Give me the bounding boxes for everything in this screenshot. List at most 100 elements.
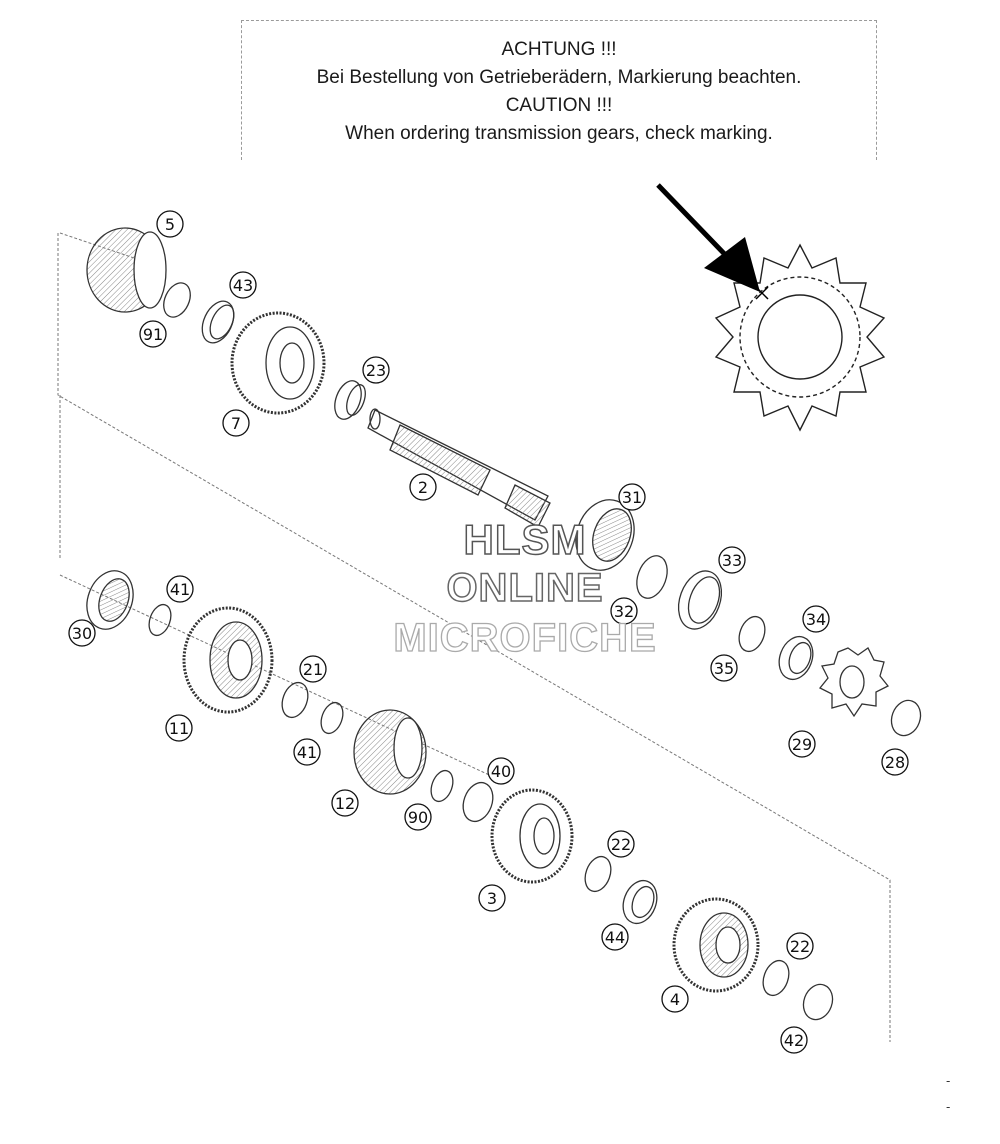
callout-number: 22 — [611, 835, 631, 854]
callout-21: 21 — [299, 655, 327, 683]
callout-42: 42 — [780, 1026, 808, 1054]
part-41b-washer — [320, 701, 344, 735]
callout-circle — [165, 714, 193, 742]
gear-pitch-circle — [739, 276, 861, 398]
part-7-gear — [230, 311, 326, 415]
part-2-shaft — [367, 408, 551, 528]
callout-number: 11 — [169, 719, 189, 738]
part-29-sprocket — [818, 647, 890, 718]
part-3-gear — [490, 788, 574, 884]
callout-number: 42 — [784, 1031, 804, 1050]
part-43-ring — [201, 300, 235, 344]
callout-circle — [139, 320, 167, 348]
callout-circle — [156, 210, 184, 238]
callout-circle — [409, 473, 437, 501]
callout-number: 41 — [297, 743, 317, 762]
callout-number: 12 — [335, 794, 355, 813]
callout-22b: 22 — [786, 932, 814, 960]
part-21-bushing — [281, 681, 309, 719]
callout-41a: 41 — [166, 575, 194, 603]
callout-circle — [780, 1026, 808, 1054]
callout-28: 28 — [881, 748, 909, 776]
callout-5: 5 — [156, 210, 184, 238]
callout-12: 12 — [331, 789, 359, 817]
marking-arrow — [656, 183, 769, 300]
callout-90: 90 — [404, 803, 432, 831]
callout-number: 3 — [487, 889, 497, 908]
callout-4: 4 — [661, 985, 689, 1013]
callout-circle — [718, 546, 746, 574]
callout-number: 41 — [170, 580, 190, 599]
callout-circle — [299, 655, 327, 683]
part-11-gear — [182, 606, 274, 714]
callout-circle — [478, 884, 506, 912]
callout-41b: 41 — [293, 738, 321, 766]
watermark-line-1: HLSM — [463, 515, 587, 564]
callout-circle — [68, 619, 96, 647]
callout-circle — [786, 932, 814, 960]
part-90-washer — [430, 769, 454, 803]
callout-circle — [601, 923, 629, 951]
callout-34: 34 — [802, 605, 830, 633]
part-22a-bushing — [584, 855, 612, 893]
callout-circle — [229, 271, 257, 299]
part-28-nut — [890, 699, 922, 737]
callout-circle — [222, 409, 250, 437]
part-12-gear — [353, 709, 427, 795]
notice-line-3: CAUTION !!! — [505, 95, 613, 116]
callout-circle — [802, 605, 830, 633]
caution-notice: ACHTUNG !!! Bei Bestellung von Getrieber… — [241, 20, 877, 160]
part-4-gear — [672, 897, 760, 993]
callout-number: 90 — [408, 808, 428, 827]
watermark-line-3: MICROFICHE — [393, 615, 657, 660]
callout-circle — [610, 597, 638, 625]
lower-shaft-parts — [86, 570, 834, 1021]
part-34-spacer — [778, 635, 814, 681]
callout-40: 40 — [487, 757, 515, 785]
gear-outline — [714, 243, 886, 432]
callout-29: 29 — [788, 730, 816, 758]
callout-30: 30 — [68, 619, 96, 647]
callout-3: 3 — [478, 884, 506, 912]
notice-line-1: ACHTUNG !!! — [501, 39, 617, 60]
callout-circle — [404, 803, 432, 831]
part-32-ring — [636, 555, 668, 599]
callout-22a: 22 — [607, 830, 635, 858]
callout-circle — [293, 738, 321, 766]
callout-number: 30 — [72, 624, 92, 643]
part-31-bearing — [575, 499, 635, 571]
callout-7: 7 — [222, 409, 250, 437]
callout-11: 11 — [165, 714, 193, 742]
callout-number: 35 — [714, 659, 734, 678]
part-42-circlip — [802, 983, 834, 1021]
margin-mark-2: - — [946, 1100, 951, 1114]
part-callouts: 5439172323132333534292830411121411290403… — [68, 210, 909, 1054]
callout-circle — [788, 730, 816, 758]
part-91-washer — [163, 282, 191, 318]
callout-23: 23 — [362, 356, 390, 384]
part-30-bearing — [86, 570, 134, 630]
callout-number: 40 — [491, 762, 511, 781]
callout-circle — [607, 830, 635, 858]
callout-circle — [166, 575, 194, 603]
notice-line-2: Bei Bestellung von Getrieberädern, Marki… — [316, 67, 802, 88]
callout-circle — [661, 985, 689, 1013]
margin-mark-1: - — [946, 1074, 951, 1088]
callout-91: 91 — [139, 320, 167, 348]
part-33-seal — [677, 570, 723, 630]
callout-number: 28 — [885, 753, 905, 772]
watermark-line-2: ONLINE — [446, 565, 604, 611]
part-40-ring — [462, 781, 494, 823]
callout-number: 23 — [366, 361, 386, 380]
notice-line-4: When ordering transmission gears, check … — [345, 123, 773, 144]
callout-circle — [881, 748, 909, 776]
callout-number: 43 — [233, 276, 253, 295]
part-23-bushing — [334, 380, 366, 420]
callout-circle — [362, 356, 390, 384]
callout-number: 34 — [806, 610, 826, 629]
callout-number: 91 — [143, 325, 163, 344]
callout-number: 29 — [792, 735, 812, 754]
upper-shaft-parts — [86, 227, 922, 737]
callout-43: 43 — [229, 271, 257, 299]
